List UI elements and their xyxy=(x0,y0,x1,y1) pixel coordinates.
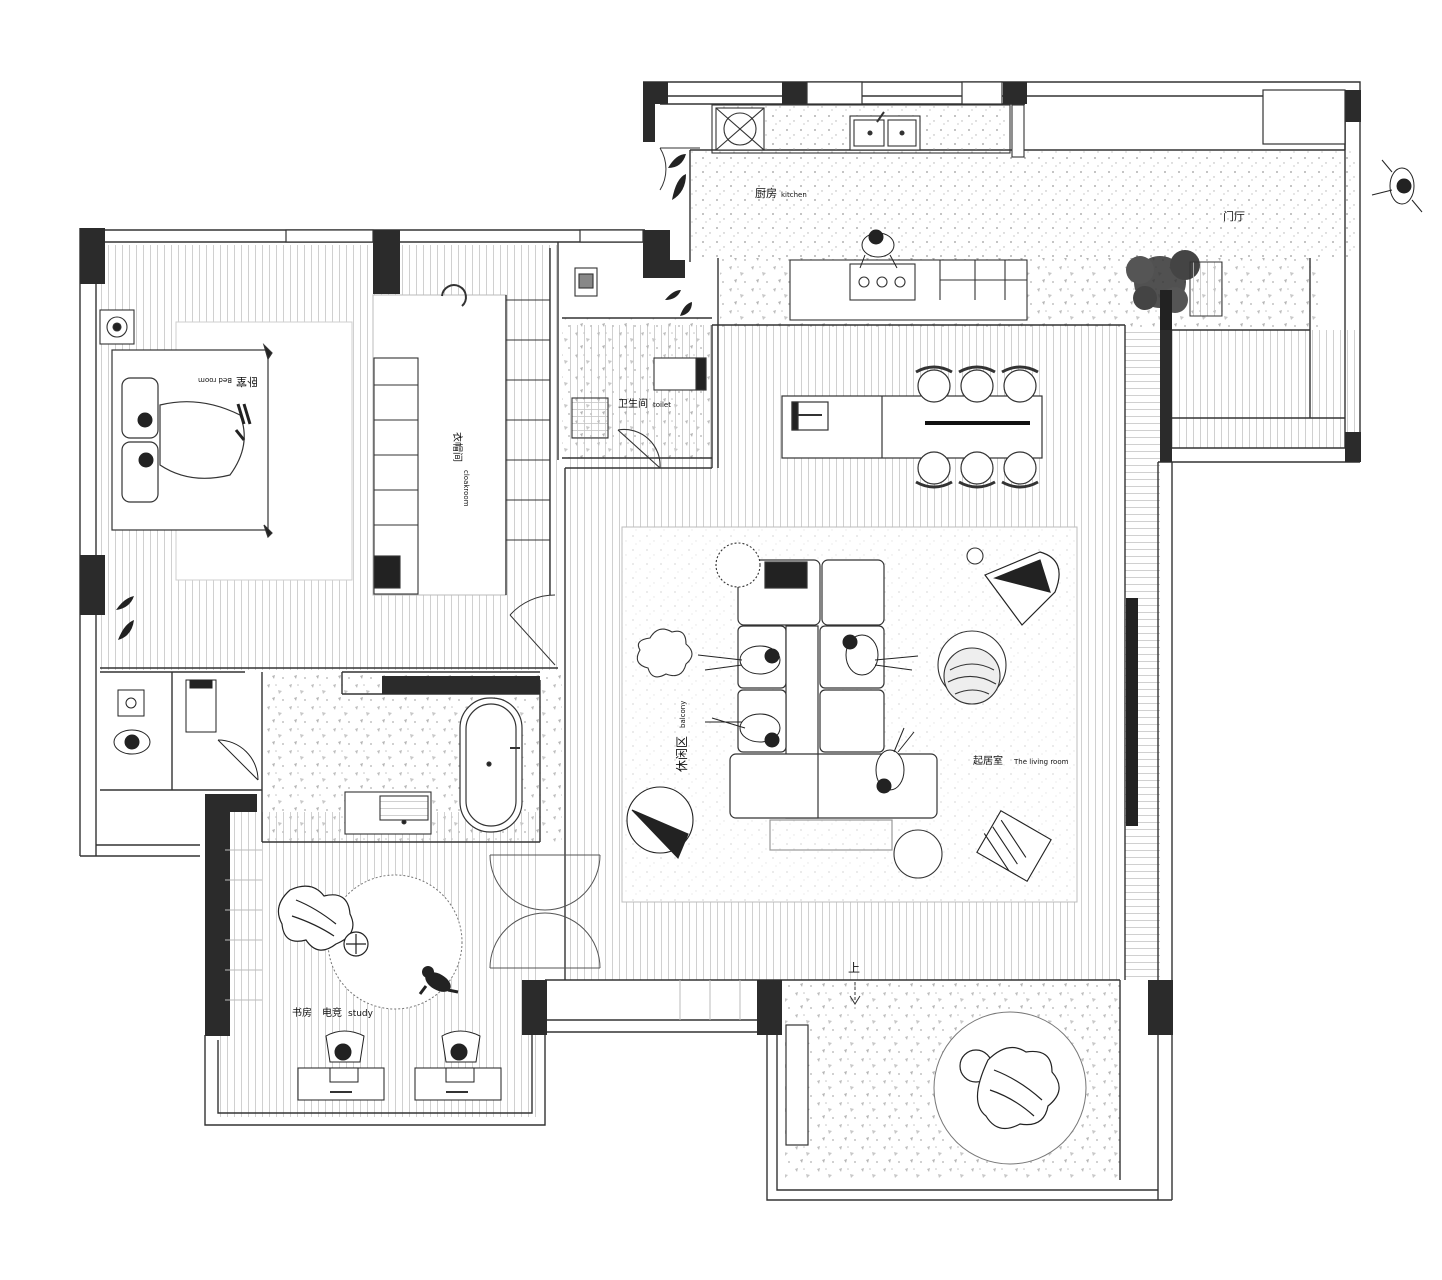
room-labels: 厨房 kitchen 门厅 卧室 Bed room 衣帽间 cloakroom … xyxy=(198,187,1245,1019)
entry-person-icon xyxy=(1371,159,1423,213)
tv-wall-icon xyxy=(1126,598,1138,826)
dining-table xyxy=(781,395,1043,459)
dog-icon xyxy=(418,966,459,995)
sleeping-person-icons xyxy=(137,403,252,468)
flower-table-icon xyxy=(636,628,693,678)
plant-tree-icon xyxy=(1126,250,1223,330)
vanity xyxy=(344,791,432,835)
stairs-arrow-icon xyxy=(849,982,861,1005)
toilet-fixtures xyxy=(571,267,707,469)
plant-kitchen-icon xyxy=(668,154,686,200)
lounge-chair-icon xyxy=(984,551,1060,626)
leisure-label-en: balcony xyxy=(679,701,687,728)
side-tables xyxy=(715,542,984,879)
kitchen-island xyxy=(789,259,1028,321)
toilet-label: 卫生间 xyxy=(618,397,648,410)
living-label: 起居室 xyxy=(973,754,1003,767)
gamer-person-icons xyxy=(325,1030,481,1083)
bed xyxy=(111,342,273,539)
rattan-chair-icon xyxy=(976,809,1052,883)
stair-treads xyxy=(225,849,741,1020)
stairs-up-label: 上 xyxy=(848,961,860,975)
cook-person-icon xyxy=(859,229,898,269)
bedroom-label-en: Bed room xyxy=(198,376,232,384)
sofa-person-icons xyxy=(697,634,919,794)
entry-label: 门厅 xyxy=(1223,209,1245,223)
leisure-label: 休闲区 xyxy=(675,736,689,772)
cloakroom-label-en: cloakroom xyxy=(462,470,470,507)
dining-chairs xyxy=(915,365,1039,489)
study-label: 书房 电竞 xyxy=(292,1006,342,1019)
kitchen-counter xyxy=(711,104,1025,158)
kitchen-label: 厨房 xyxy=(755,187,777,200)
toilet-label-en: toilet xyxy=(653,401,671,409)
bedroom-label: 卧室 xyxy=(236,375,258,389)
terrace-lounge-chair-icon xyxy=(959,1046,1060,1130)
nightstand-lamp-icon xyxy=(99,309,135,345)
bathtub xyxy=(459,697,523,833)
fan-chair-icon xyxy=(626,786,694,859)
windows xyxy=(285,81,1346,1146)
ottoman-icon xyxy=(937,630,1007,705)
study-label-en: study xyxy=(348,1009,374,1019)
lounge-chair-study-icon xyxy=(277,885,369,957)
wardrobe xyxy=(373,284,550,595)
toilet-plant-icon xyxy=(665,290,692,316)
double-door xyxy=(489,854,601,969)
kitchen-label-en: kitchen xyxy=(781,191,807,199)
door-swing-kitchen xyxy=(659,147,700,191)
bedroom-plant-icon xyxy=(116,596,134,640)
living-label-en: The living room xyxy=(1013,758,1069,766)
door-swing-cloak xyxy=(509,594,556,666)
vanity-person-icon xyxy=(113,679,259,781)
cloakroom-label: 衣帽间 xyxy=(451,432,464,462)
